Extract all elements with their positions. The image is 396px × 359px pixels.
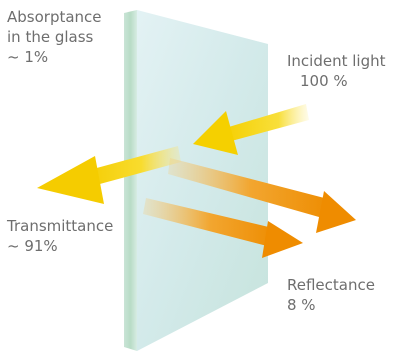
reflectance-value: 8 % — [287, 296, 316, 314]
glass-pane-edge — [124, 10, 137, 351]
reflected-light-arrow-upper — [168, 158, 356, 233]
absorptance-value: ~ 1% — [7, 48, 49, 66]
incident-light-arrow — [193, 104, 309, 155]
incident-light-title: Incident light — [287, 52, 386, 70]
absorptance-label: Absorptance in the glass ~ 1% — [7, 7, 102, 67]
reflectance-label: Reflectance 8 % — [287, 275, 375, 315]
incident-light-label: Incident light 100 % — [287, 51, 386, 91]
reflected-light-arrow-lower — [143, 198, 303, 258]
incident-light-value: 100 % — [300, 72, 348, 90]
transmittance-value: ~ 91% — [7, 237, 58, 255]
transmittance-arrow — [37, 146, 181, 204]
absorptance-title-line2: in the glass — [7, 28, 94, 46]
transmittance-label: Transmittance ~ 91% — [7, 216, 113, 256]
transmittance-title: Transmittance — [7, 217, 114, 235]
reflectance-title: Reflectance — [287, 276, 375, 294]
absorptance-title-line1: Absorptance — [7, 8, 102, 26]
